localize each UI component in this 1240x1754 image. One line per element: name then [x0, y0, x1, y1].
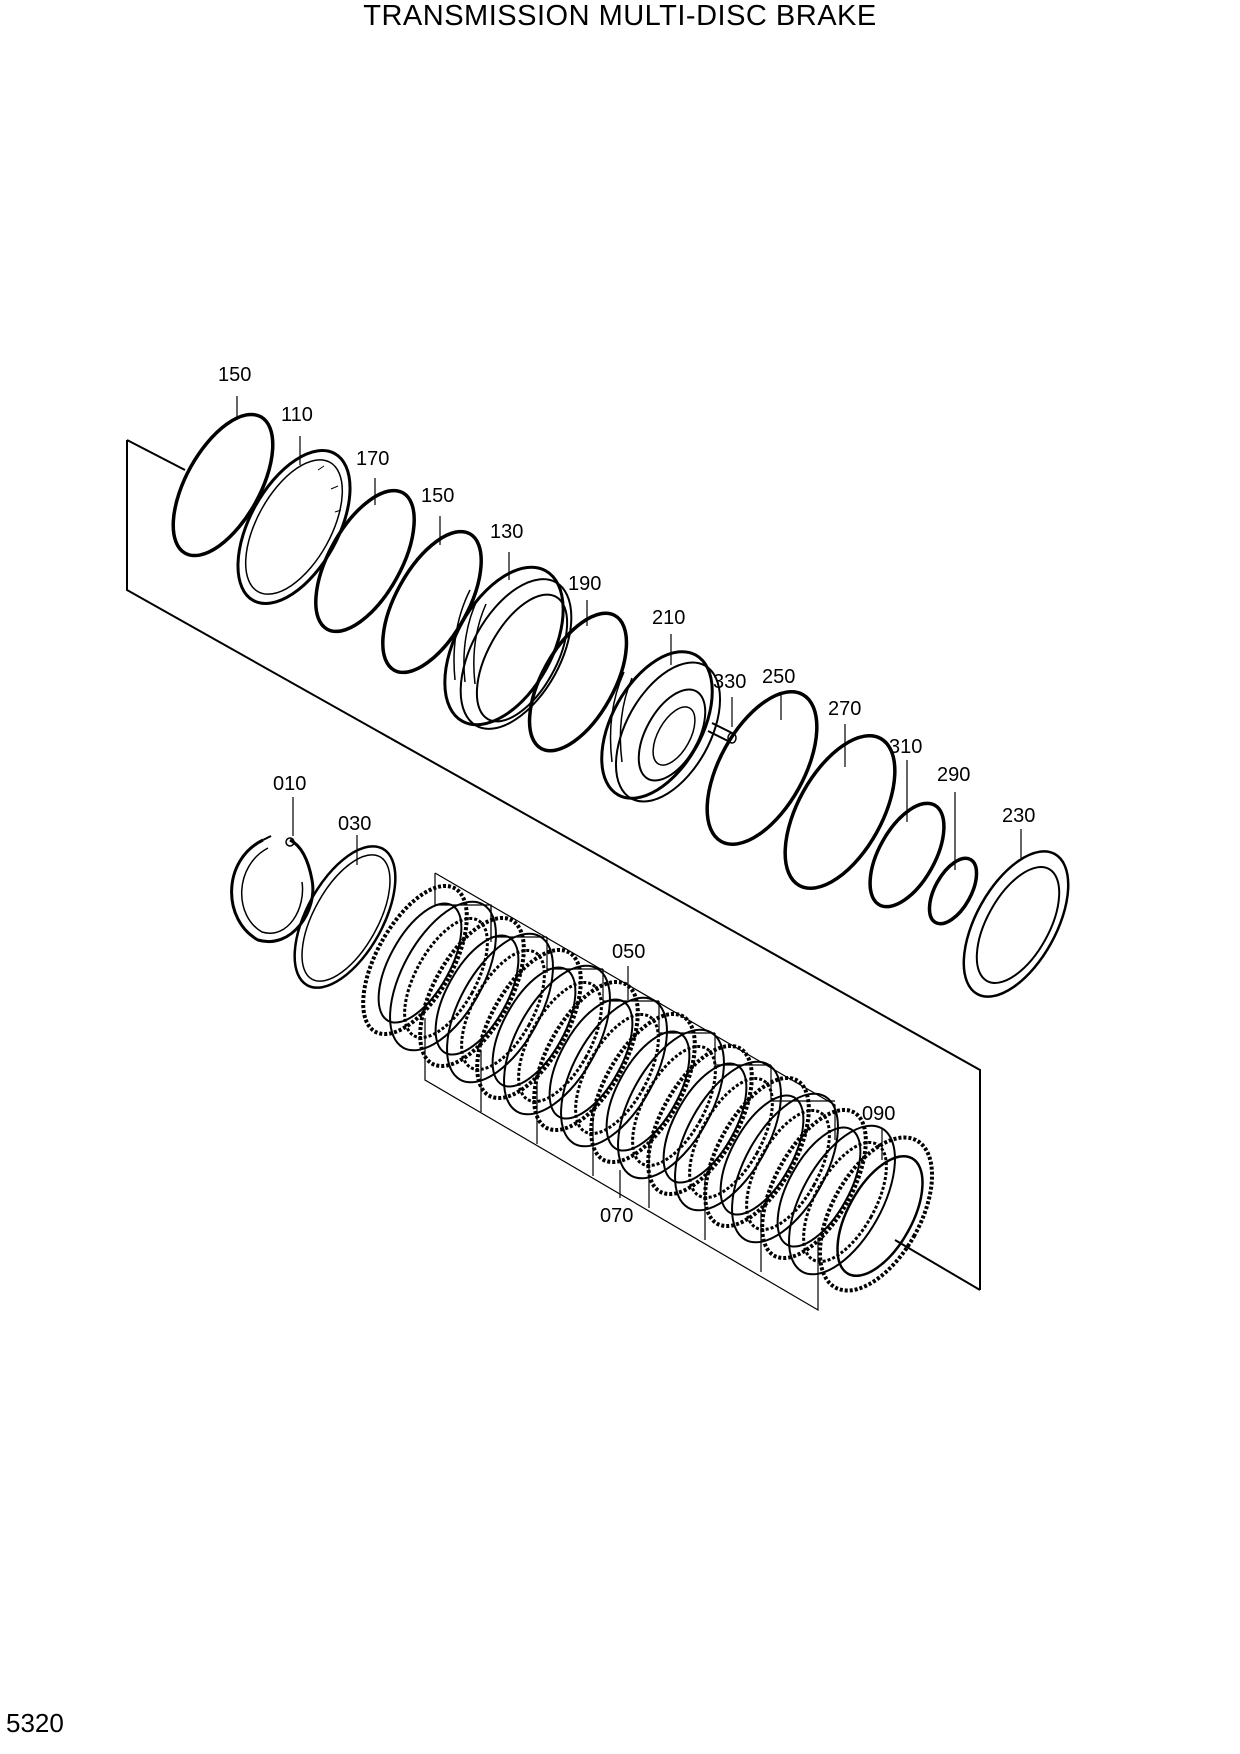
bracket-050: [434, 872, 836, 1140]
part-250-oring: [705, 690, 819, 846]
part-330-pin: [707, 722, 737, 744]
part-190-oring: [527, 611, 629, 753]
bracket-070: [424, 1018, 819, 1312]
callouts: 150 110 170 150 130 190 210 330 250 270 …: [218, 364, 1035, 1227]
part-230-washer: [962, 850, 1070, 998]
callout-250: 250: [762, 666, 795, 688]
callout-290: 290: [937, 764, 970, 786]
callout-050: 050: [612, 941, 645, 963]
part-290-oring: [927, 856, 979, 926]
callout-110: 110: [281, 404, 313, 426]
callout-170: 170: [356, 448, 389, 470]
disc-090-end-plate: [817, 1135, 935, 1293]
page-title: TRANSMISSION MULTI-DISC BRAKE: [363, 0, 877, 32]
callout-070: 070: [600, 1205, 633, 1227]
part-150-oring: [171, 412, 275, 558]
callout-030: 030: [338, 813, 371, 835]
callout-230: 230: [1002, 805, 1035, 827]
disc: [731, 1092, 839, 1244]
part-150-oring-2: [381, 529, 483, 675]
part-270-oring: [783, 734, 897, 890]
callout-210: 210: [652, 607, 685, 629]
callout-010: 010: [273, 773, 306, 795]
callout-310: 310: [889, 736, 922, 758]
callout-090: 090: [862, 1103, 895, 1125]
part-310-oring: [868, 801, 946, 909]
callout-190: 190: [568, 573, 601, 595]
callout-130: 130: [490, 521, 523, 543]
part-030-ring: [293, 845, 397, 989]
callout-150: 150: [218, 364, 251, 386]
callout-150-2: 150: [421, 485, 454, 507]
disc: [788, 1124, 896, 1276]
part-010-snap-ring: [230, 835, 315, 944]
callout-270: 270: [828, 698, 861, 720]
part-210-hub: [600, 650, 722, 803]
part-170-oring: [314, 488, 416, 634]
disc: [703, 1075, 811, 1229]
part-130-piston: [443, 565, 573, 730]
leader-lines: [236, 396, 1022, 1198]
assembly-frame: [126, 439, 981, 1291]
callout-330: 330: [713, 671, 746, 693]
disc: [760, 1107, 868, 1261]
disc-pack: [361, 883, 935, 1293]
page-number: 5320: [6, 1708, 64, 1738]
